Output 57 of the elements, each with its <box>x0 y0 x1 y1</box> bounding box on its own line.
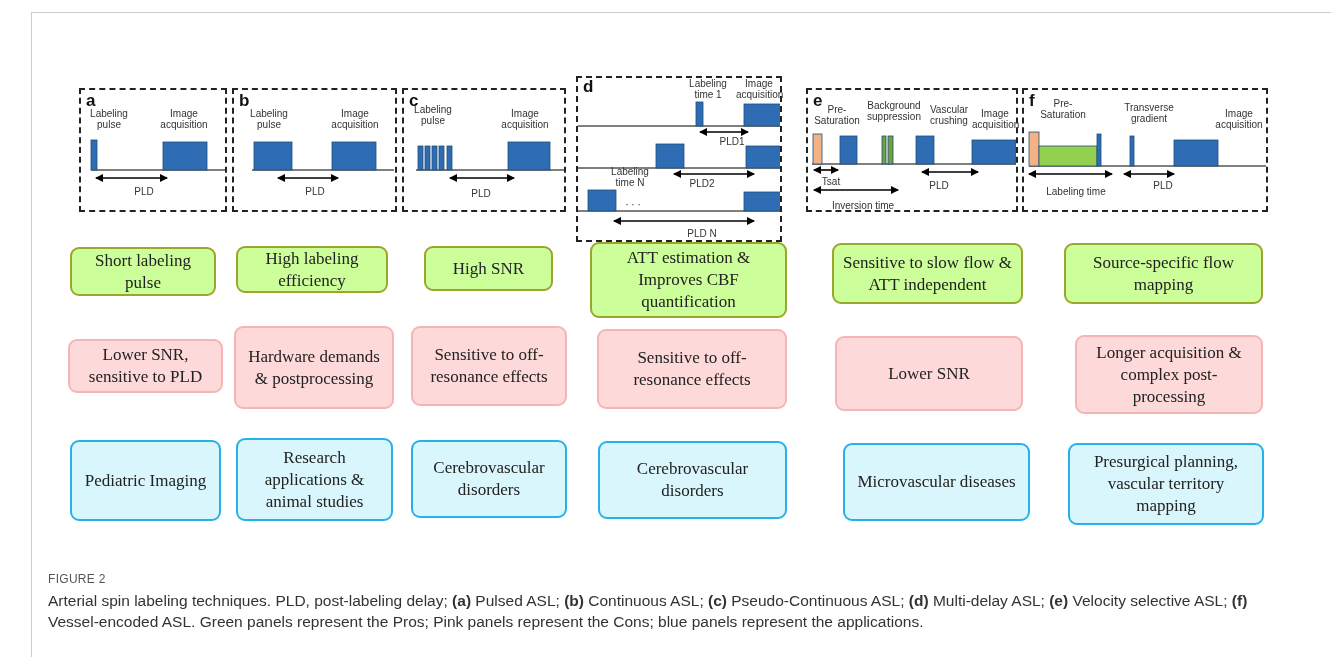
timing-label: PLD <box>133 186 155 197</box>
cons-box: Sensitive to off-resonance effects <box>597 329 787 409</box>
figure-caption: Arterial spin labeling techniques. PLD, post-labeling delay; (a) Pulsed ASL; (b) Continuous ASL; (c) Pseudo-Continuous ASL; (d) Multi-delay ASL; (e) Velocity selective ASL; (f) Vessel-encoded ASL. Green panels represent the Pros; Pink panels represent the Cons; blue panels represent the applications. <box>48 591 1249 632</box>
cons-box: Lower SNR <box>835 336 1023 411</box>
pros-box: Source-specific flow mapping <box>1064 243 1263 304</box>
applications-box: Microvascular diseases <box>843 443 1030 521</box>
timing-label: PLD1 <box>718 136 746 147</box>
timing-label: Labeling pulse <box>89 108 129 130</box>
timing-label: · · · <box>624 199 642 210</box>
applications-box: Presurgical planning, vascular territory mapping <box>1068 443 1264 525</box>
panel-letter: d <box>583 78 594 95</box>
timing-label: PLD <box>928 180 950 191</box>
timing-panel <box>576 76 782 242</box>
applications-box: Pediatric Imaging <box>70 440 221 521</box>
applications-box: Cerebrovascular disorders <box>598 441 787 519</box>
timing-label: PLD2 <box>688 178 716 189</box>
pros-box: Sensitive to slow flow & ATT independent <box>832 243 1023 304</box>
panel-letter: a <box>86 92 96 109</box>
timing-label: Image acquisition <box>330 108 380 130</box>
timing-label: Inversion time <box>830 200 896 211</box>
panel-letter: f <box>1029 92 1035 109</box>
timing-label: PLD N <box>686 228 718 239</box>
pros-box: Short labeling pulse <box>70 247 216 296</box>
figure-number: FIGURE 2 <box>48 572 106 586</box>
panel-letter: b <box>239 92 250 109</box>
timing-panel <box>806 88 1018 212</box>
timing-label: Labeling pulse <box>249 108 289 130</box>
pros-box: High labeling efficiency <box>236 246 388 293</box>
timing-label: PLD <box>470 188 492 199</box>
timing-panel <box>402 88 566 212</box>
timing-label: Image acquisition <box>972 108 1018 130</box>
timing-label: Image acquisition <box>736 78 782 100</box>
timing-label: Labeling time <box>1045 186 1107 197</box>
timing-label: Image acquisition <box>500 108 550 130</box>
cons-box: Longer acquisition & complex post-processing <box>1075 335 1263 414</box>
timing-label: Labeling time N <box>610 166 650 188</box>
timing-label: Labeling time 1 <box>688 78 728 100</box>
timing-label: Transverse gradient <box>1123 102 1175 124</box>
timing-label: Background suppression <box>866 100 922 122</box>
timing-label: Image acquisition <box>1214 108 1264 130</box>
cons-box: Lower SNR, sensitive to PLD <box>68 339 223 393</box>
panel-letter: e <box>813 92 823 109</box>
timing-panel <box>232 88 397 212</box>
timing-label: PLD <box>1152 180 1174 191</box>
timing-label: Pre-Saturation <box>1039 98 1087 120</box>
cons-box: Sensitive to off-resonance effects <box>411 326 567 406</box>
timing-label: PLD <box>304 186 326 197</box>
timing-panel <box>1022 88 1268 212</box>
applications-box: Research applications & animal studies <box>236 438 393 521</box>
cons-box: Hardware demands & postprocessing <box>234 326 394 409</box>
timing-label: Tsat <box>820 176 842 187</box>
applications-box: Cerebrovascular disorders <box>411 440 567 518</box>
pros-box: High SNR <box>424 246 553 291</box>
timing-panel <box>79 88 227 212</box>
timing-label: Image acquisition <box>159 108 209 130</box>
timing-label: Vascular crushing <box>928 104 970 126</box>
pros-box: ATT estimation & Improves CBF quantification <box>590 242 787 318</box>
